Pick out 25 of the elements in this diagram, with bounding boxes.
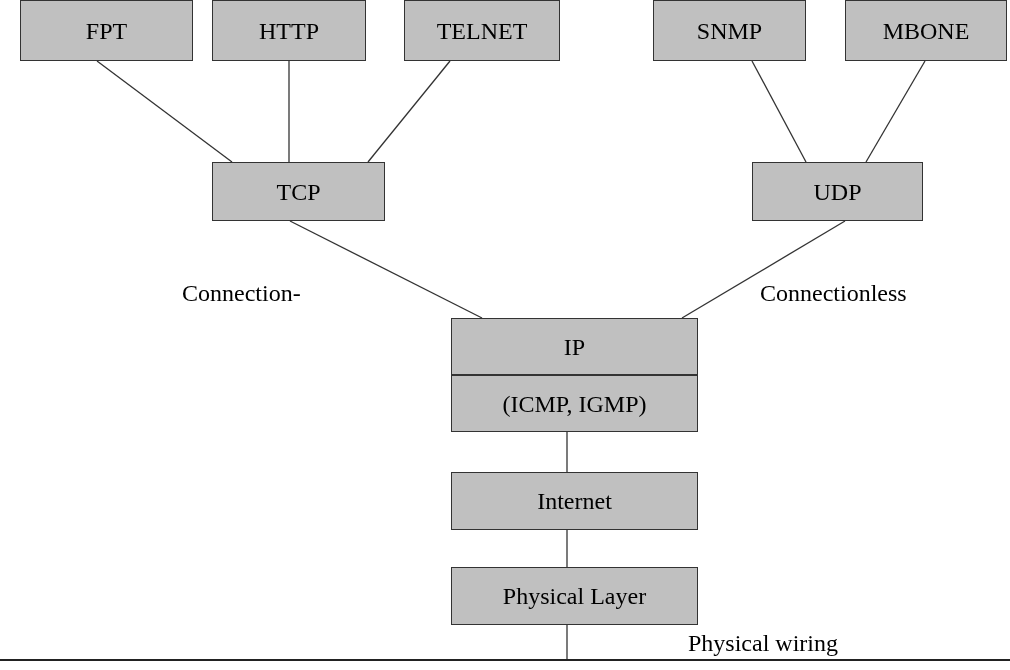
connector-line [288, 60, 290, 163]
protocol-box: UDP [752, 162, 923, 221]
protocol-box: MBONE [845, 0, 1007, 61]
protocol-box: TCP [212, 162, 385, 221]
protocol-box: FPT [20, 0, 193, 61]
node-caption: Physical wiring [688, 631, 838, 655]
protocol-box: SNMP [653, 0, 806, 61]
protocol-box: Internet [451, 472, 698, 530]
protocol-box: Physical Layer [451, 567, 698, 625]
protocol-box: IP [451, 318, 698, 375]
connector-line [566, 624, 568, 660]
protocol-box: HTTP [212, 0, 366, 61]
connection-type-label: Connection- [182, 279, 301, 308]
connector-line [566, 529, 568, 568]
connector-line [681, 220, 846, 319]
connector-line [96, 60, 233, 163]
protocol-box: (ICMP, IGMP) [451, 375, 698, 432]
connector-line [367, 60, 451, 163]
connector-line [566, 431, 568, 473]
protocol-box: TELNET [404, 0, 560, 61]
connector-line [289, 220, 483, 319]
connector-line [751, 60, 807, 163]
connector-line [865, 60, 926, 163]
wire-line [0, 659, 1010, 661]
connection-type-label: Connectionless [760, 279, 907, 308]
